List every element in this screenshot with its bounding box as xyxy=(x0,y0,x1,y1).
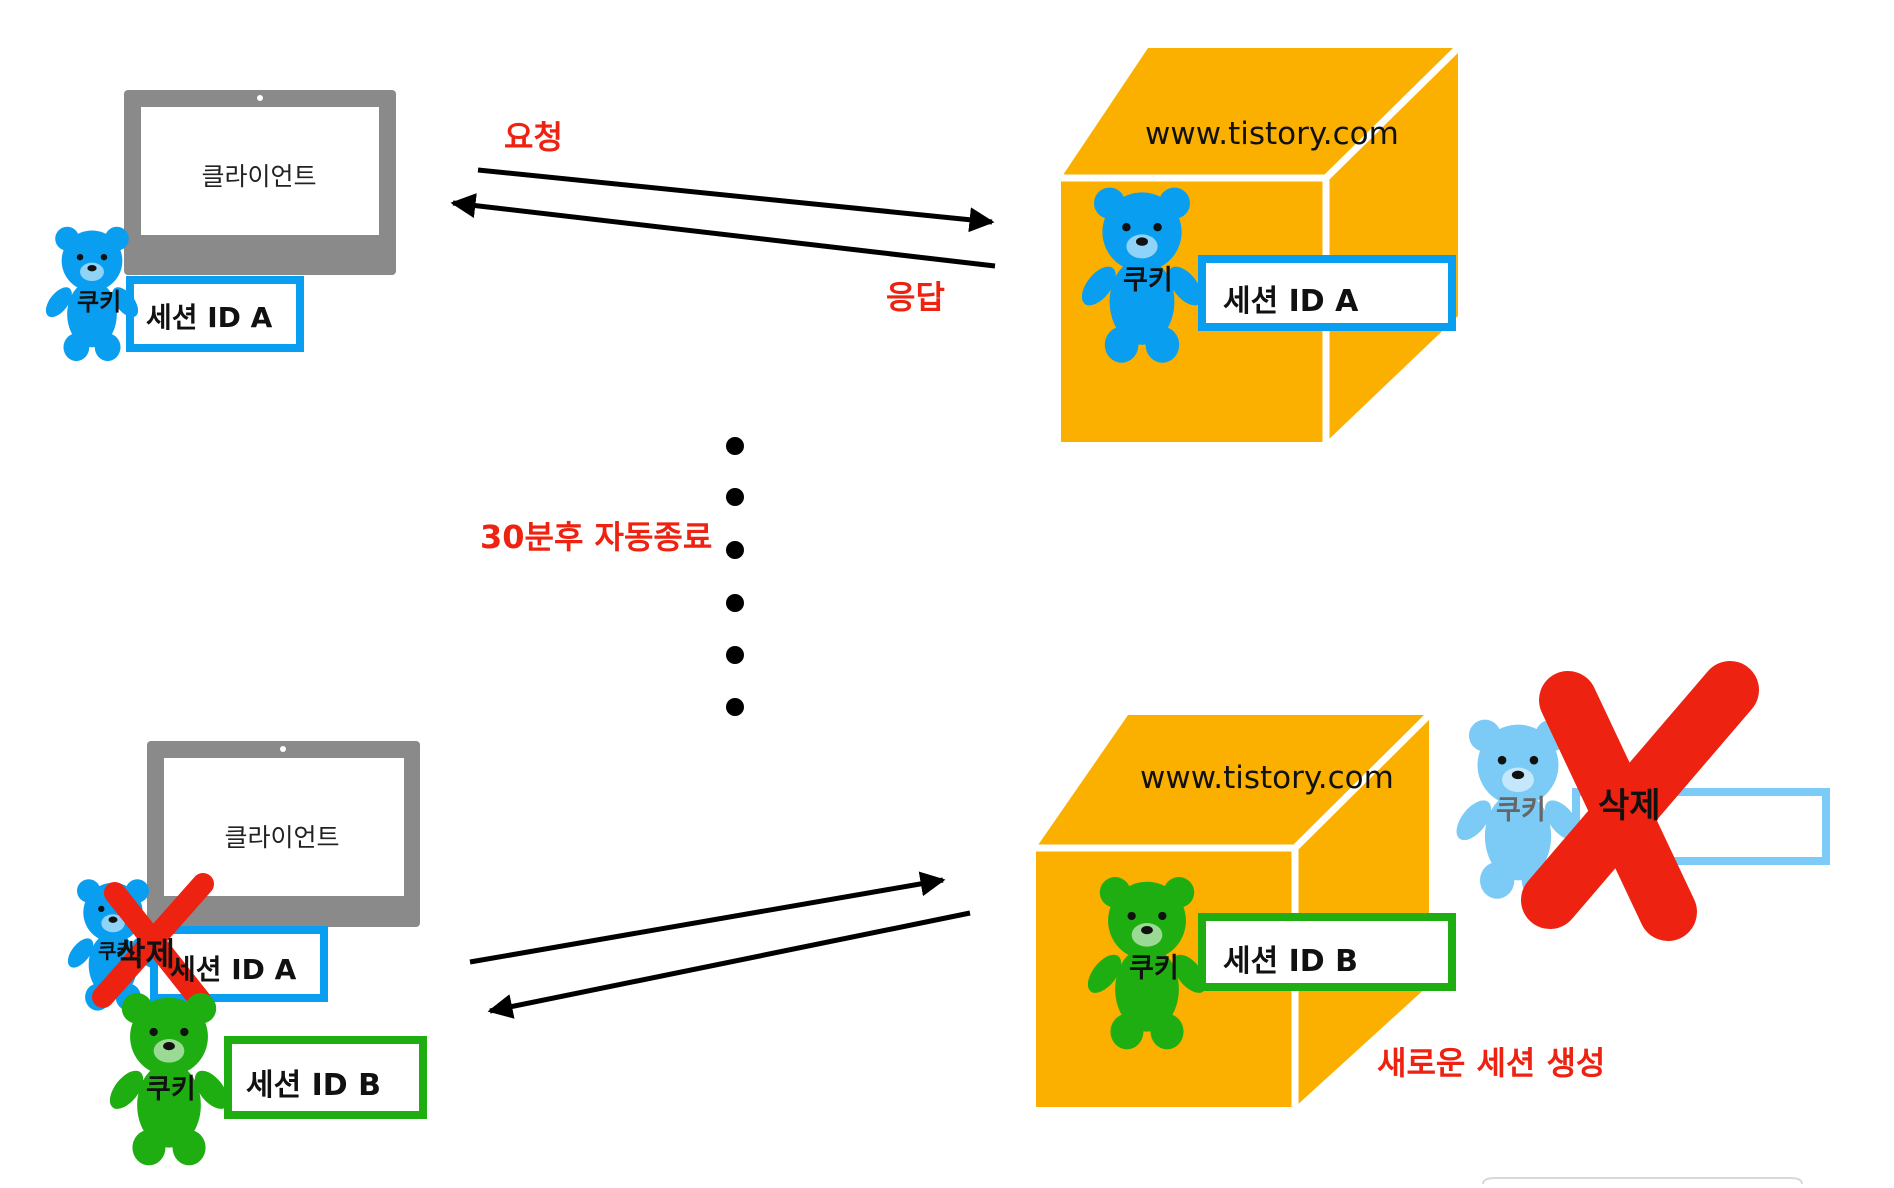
new-session-note: 새로운 세션 생성 xyxy=(1377,1044,1606,1082)
bottom-response-arrow xyxy=(487,910,971,1019)
deleted-cookie-label: 쿠키 xyxy=(1496,795,1546,826)
old-client-session-label: 세션 ID A xyxy=(170,953,297,986)
top-server-cookie-label: 쿠키 xyxy=(1123,265,1173,296)
bottom-server-domain: www.tistory.com xyxy=(1140,760,1394,796)
bottom-server-cube xyxy=(1036,712,1432,1107)
old-cookie-delete-label: 삭제 xyxy=(116,935,175,973)
response-arrow xyxy=(450,193,996,269)
top-client-cookie-label: 쿠키 xyxy=(77,288,122,316)
deleted-label: 삭제 xyxy=(1598,786,1661,826)
bottom-client-screen-label: 클라이언트 xyxy=(224,823,340,852)
top-client-laptop xyxy=(124,90,396,275)
response-label: 응답 xyxy=(886,278,945,316)
deleted-cookie-x-icon xyxy=(1521,661,1759,941)
new-client-cookie-label: 쿠키 xyxy=(146,1074,196,1105)
request-arrow xyxy=(477,167,995,233)
top-server-session-label: 세션 ID A xyxy=(1223,284,1359,319)
page-edge-decoration xyxy=(1482,1177,1803,1185)
timeout-label: 30분후 자동종료 xyxy=(480,518,713,556)
new-client-session-box xyxy=(224,1036,427,1119)
top-client-screen-label: 클라이언트 xyxy=(201,162,317,191)
bottom-server-cookie-label: 쿠키 xyxy=(1129,953,1179,984)
old-client-cookie-label: 쿠키 xyxy=(98,939,135,963)
top-client-session-label: 세션 ID A xyxy=(146,301,273,334)
top-server-session-box xyxy=(1198,255,1456,331)
top-server-domain: www.tistory.com xyxy=(1145,116,1399,152)
new-client-session-label: 세션 ID B xyxy=(246,1068,382,1103)
bottom-client-laptop xyxy=(147,741,420,927)
top-client-session-box xyxy=(126,276,304,352)
old-cookie-delete-x-icon xyxy=(92,873,214,1011)
bottom-request-arrow xyxy=(469,871,946,965)
bottom-server-session-box xyxy=(1198,913,1456,991)
timeout-dots xyxy=(726,437,744,716)
request-label: 요청 xyxy=(504,118,563,156)
bottom-server-session-label: 세션 ID B xyxy=(1223,944,1359,979)
